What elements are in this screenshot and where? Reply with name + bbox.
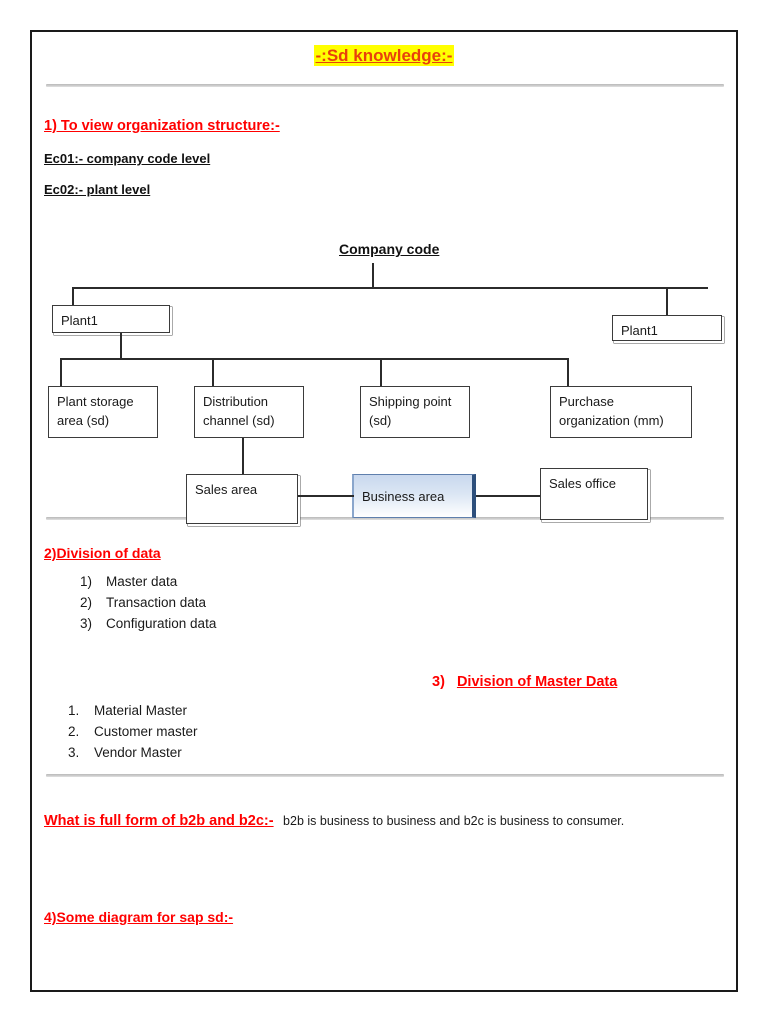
node-plant-storage-area: Plant storage area (sd): [48, 386, 158, 438]
list-marker: 3): [80, 616, 93, 631]
section5-heading: 4)Some diagram for sap sd:-: [44, 909, 234, 925]
node-business-area: Business area: [352, 474, 476, 518]
list-marker: 1): [80, 574, 93, 589]
connector-level2-drop-3: [567, 358, 569, 386]
node-distribution-channel: Distribution channel (sd): [194, 386, 304, 438]
list-label: Configuration data: [106, 616, 217, 631]
section1-line-1: Ec02:- plant level: [44, 182, 151, 197]
section4-question: What is full form of b2b and b2c:-: [44, 813, 274, 829]
node-plant-right: Plant1: [612, 315, 722, 341]
section3-list: 1. Material Master 2. Customer master 3.…: [68, 700, 198, 763]
divider-bottom: [46, 774, 724, 777]
connector-level2-drop-1: [212, 358, 214, 386]
connector-plant-left-drop: [72, 287, 74, 305]
connector-level2-drop-0: [60, 358, 62, 386]
node-sales-office: Sales office: [540, 468, 648, 520]
list-label: Vendor Master: [94, 745, 182, 760]
section4-answer: b2b is business to business and b2c is b…: [283, 814, 625, 828]
node-plant-left: Plant1: [52, 305, 170, 333]
connector-sales-area-stem: [242, 438, 244, 474]
list-label: Material Master: [94, 703, 188, 718]
page-title: -:Sd knowledge:-: [32, 45, 736, 66]
divider-mid: [46, 517, 724, 520]
node-purchase-organization: Purchase organization (mm): [550, 386, 692, 438]
section3-heading: Division of Master Data: [456, 674, 618, 690]
list-item: 3. Vendor Master: [68, 742, 198, 763]
list-item: 2) Transaction data: [80, 592, 216, 613]
connector-level2-bar: [60, 358, 568, 360]
connector-level2-drop-2: [380, 358, 382, 386]
section3-heading-row: 3) Division of Master Data: [432, 674, 617, 690]
node-sales-area: Sales area: [186, 474, 298, 524]
list-item: 3) Configuration data: [80, 613, 216, 634]
section1-heading: 1) To view organization structure:-: [44, 118, 280, 134]
list-label: Transaction data: [106, 595, 207, 610]
list-item: 2. Customer master: [68, 721, 198, 742]
node-shipping-point: Shipping point (sd): [360, 386, 470, 438]
list-label: Customer master: [94, 724, 198, 739]
connector-level1-bar: [72, 287, 708, 289]
section2-list: 1) Master data 2) Transaction data 3) Co…: [80, 571, 216, 634]
section1-line-0: Ec01:- company code level: [44, 151, 211, 166]
page-title-text: -:Sd knowledge:-: [313, 45, 455, 66]
list-marker: 1.: [68, 703, 80, 718]
connector-root-stem: [372, 263, 374, 287]
section4-row: What is full form of b2b and b2c:- b2b i…: [44, 812, 624, 830]
list-marker: 3.: [68, 745, 80, 760]
document-page: -:Sd knowledge:- 1) To view organization…: [30, 30, 738, 992]
list-marker: 2): [80, 595, 93, 610]
section2-heading: 2)Division of data: [44, 545, 161, 561]
org-chart-diagram: Company code Plant1 Plant1 Plant storage…: [32, 32, 740, 994]
list-item: 1) Master data: [80, 571, 216, 592]
section3-number: 3): [432, 674, 445, 690]
connector-business-area-sales-office: [476, 495, 540, 497]
connector-sales-area-business-area: [298, 495, 354, 497]
connector-plant-right-drop: [666, 287, 668, 315]
org-root-label: Company code: [339, 241, 440, 257]
list-marker: 2.: [68, 724, 80, 739]
list-label: Master data: [106, 574, 178, 589]
divider-top: [46, 84, 724, 87]
connector-plant-left-stem: [120, 333, 122, 358]
list-item: 1. Material Master: [68, 700, 198, 721]
